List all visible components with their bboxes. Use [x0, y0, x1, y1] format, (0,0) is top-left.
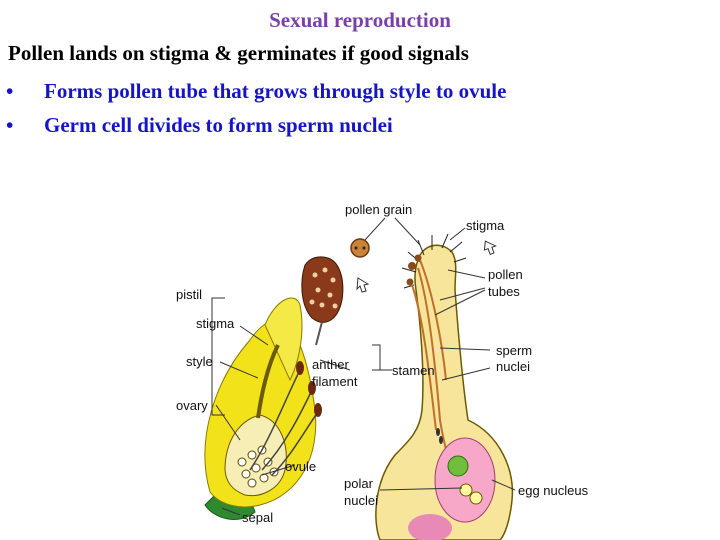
- anther-filament: [315, 321, 323, 346]
- label-anther: anther: [312, 357, 350, 372]
- label-stamen: stamen: [392, 363, 435, 378]
- pollen-grain-illustration: [350, 238, 370, 258]
- style-shape: [256, 344, 280, 419]
- small-anthers: [296, 361, 322, 417]
- flower-illustration: [204, 297, 322, 520]
- landed-pollen: [406, 254, 422, 286]
- bullet-marker: •: [6, 113, 14, 137]
- bullet-item: • Forms pollen tube that grows through s…: [6, 74, 506, 108]
- label-egg-nucleus: egg nucleus: [518, 483, 589, 498]
- label-sperm-1: sperm: [496, 343, 532, 358]
- label-pollen-tubes-2: tubes: [488, 284, 520, 299]
- anther-pollen: [309, 267, 338, 309]
- label-ovule: ovule: [285, 459, 316, 474]
- label-stigma-left: stigma: [196, 316, 235, 331]
- embryo-sac: [434, 437, 496, 523]
- arrow-icon: [356, 277, 370, 293]
- label-style: style: [186, 354, 213, 369]
- label-filament: filament: [312, 374, 358, 389]
- pistil-illustration: [375, 233, 514, 540]
- pollen-grain-shape: [350, 238, 370, 258]
- polar-nuclei-shape: [459, 483, 483, 505]
- label-pistil: pistil: [176, 287, 202, 302]
- label-ovary: ovary: [176, 398, 208, 413]
- label-sperm-2: nuclei: [496, 359, 530, 374]
- stamen-filaments: [249, 369, 319, 476]
- arrow-icon: [483, 240, 497, 255]
- bullet-text: Forms pollen tube that grows through sty…: [44, 79, 507, 103]
- slide-title: Sexual reproduction: [269, 8, 451, 32]
- bullet-text: Germ cell divides to form sperm nuclei: [44, 113, 393, 137]
- label-stigma-right: stigma: [466, 218, 505, 233]
- ovule-base: [408, 514, 452, 540]
- bullet-marker: •: [6, 79, 14, 103]
- label-sepal: sepal: [242, 510, 273, 525]
- egg-cell: [447, 455, 469, 477]
- petal-shape: [264, 297, 303, 382]
- label-pollen-tubes-1: pollen: [488, 267, 523, 282]
- anther-illustration: [301, 256, 344, 346]
- leader-lines: [211, 217, 516, 516]
- sperm-nuclei-shape: [436, 428, 443, 444]
- diagram-labels: pollen grain stigma pollen tubes pistil …: [176, 202, 589, 525]
- anther-shape: [301, 256, 344, 323]
- bullet-item: • Germ cell divides to form sperm nuclei: [6, 108, 506, 142]
- label-pollen-grain: pollen grain: [345, 202, 412, 217]
- label-polar-1: polar: [344, 476, 374, 491]
- bullet-list: • Forms pollen tube that grows through s…: [6, 74, 506, 142]
- intro-text: Pollen lands on stigma & germinates if g…: [8, 41, 469, 65]
- label-polar-2: nuclei: [344, 493, 378, 508]
